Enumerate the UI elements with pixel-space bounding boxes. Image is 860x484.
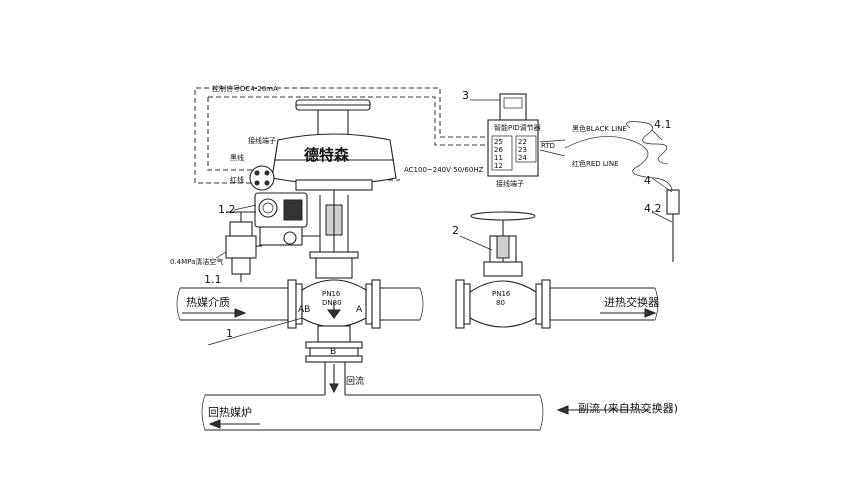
brand-label: 德特森 bbox=[304, 146, 350, 164]
pid-terminal-label: 接线端子 bbox=[496, 179, 524, 188]
return-flow-label: 回流 bbox=[346, 375, 364, 387]
port-ab-label: AB bbox=[298, 305, 310, 315]
callout-1-2: 1.2 bbox=[218, 203, 236, 216]
actuator-terminal-block bbox=[249, 165, 275, 191]
callout-2: 2 bbox=[452, 224, 459, 237]
callout-1-1: 1.1 bbox=[204, 273, 222, 286]
callout-1: 1 bbox=[226, 327, 233, 340]
red-wire-label: 红线 bbox=[230, 175, 244, 184]
return-boiler-label: 回热媒炉 bbox=[208, 406, 252, 419]
flow-arrow-outlet bbox=[600, 308, 657, 318]
air-supply-label: 0.4MPa清洁空气 bbox=[170, 257, 223, 266]
pneumatic-actuator bbox=[271, 99, 397, 191]
terminal-box-label: 接线端子 bbox=[248, 136, 276, 145]
heat-medium-label: 热媒介质 bbox=[186, 296, 230, 309]
pid-small-label: RTD bbox=[541, 142, 555, 150]
to-exchanger-label: 进热交换器 bbox=[604, 295, 659, 309]
dn-left-label: DN80 bbox=[322, 299, 342, 307]
pid-controller bbox=[487, 93, 539, 177]
power-label: AC100~240V 50/60HZ bbox=[404, 166, 484, 174]
pn-right-label: PN16 bbox=[492, 290, 511, 298]
signal-label: 控制信号DC4-20mA bbox=[212, 84, 278, 93]
temperature-sensor bbox=[539, 121, 680, 262]
return-pipe bbox=[201, 360, 544, 431]
pid-title: 智能PID调节器 bbox=[494, 123, 541, 132]
callout-4-2: 4.2 bbox=[644, 202, 662, 215]
pid-in-terminal-4: 12 bbox=[494, 162, 503, 170]
flow-arrow-side bbox=[556, 405, 650, 415]
signal-wire-left bbox=[207, 97, 255, 171]
black-line-label: 黑色BLACK LINE bbox=[572, 124, 627, 133]
pid-out-terminal-3: 24 bbox=[518, 154, 527, 162]
port-a-label: A bbox=[356, 305, 363, 315]
inlet-pipe bbox=[176, 287, 290, 321]
flow-arrow-return-down bbox=[329, 364, 339, 394]
signal-wire-outer bbox=[194, 87, 305, 184]
flow-arrow-inlet bbox=[182, 308, 247, 318]
pid-in-terminal-1: 25 bbox=[494, 138, 503, 146]
red-line-label: 红色RED LINE bbox=[572, 159, 619, 168]
callout-4: 4 bbox=[644, 174, 651, 187]
pid-in-terminal-3: 11 bbox=[494, 154, 503, 162]
globe-valve bbox=[455, 211, 551, 329]
side-flow-label: 副流 (来自热交换器) bbox=[578, 401, 678, 415]
three-way-valve bbox=[287, 185, 381, 363]
callout-4-1: 4.1 bbox=[654, 118, 672, 131]
flow-arrow-return-boiler bbox=[208, 419, 260, 429]
valve-positioner bbox=[254, 192, 320, 246]
pn-left-label: PN16 bbox=[322, 290, 341, 298]
middle-pipe bbox=[380, 287, 424, 321]
pid-in-terminal-2: 26 bbox=[494, 146, 503, 154]
signal-wire-inner bbox=[208, 96, 488, 146]
signal-wire-top bbox=[305, 87, 488, 138]
callout-leaders bbox=[207, 99, 673, 346]
pid-out-terminal-2: 23 bbox=[518, 146, 527, 154]
outlet-pipe bbox=[550, 287, 659, 321]
air-filter-regulator bbox=[225, 211, 262, 282]
port-b-label: B bbox=[330, 347, 336, 357]
dn-right-label: 80 bbox=[496, 299, 505, 307]
pid-out-terminal-1: 22 bbox=[518, 138, 527, 146]
black-wire-label: 黑线 bbox=[230, 153, 244, 162]
callout-3: 3 bbox=[462, 89, 469, 102]
